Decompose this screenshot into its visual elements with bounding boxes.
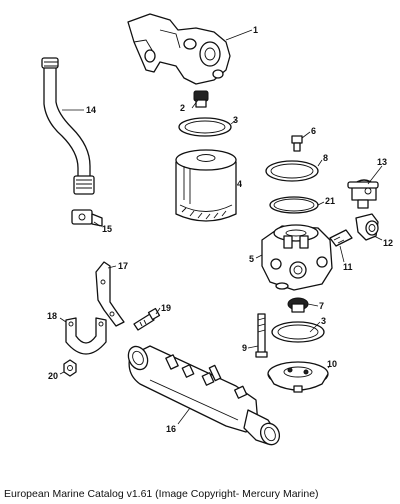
part-11-adapter-fitting [329,229,353,247]
exploded-parts-diagram: 1 2 3 4 5 6 7 8 9 10 11 12 13 14 15 16 1… [41,13,393,446]
part-18-clamp [65,317,107,355]
part-9-bolt [255,313,268,358]
callout-13: 13 [377,157,387,167]
callout-6: 6 [311,126,316,136]
callout-17: 17 [118,261,128,271]
part-5-filter-housing [261,224,333,291]
callout-3-lower: 3 [321,316,326,326]
leader-lines [59,29,383,425]
callout-8: 8 [323,153,328,163]
callout-labels: 1 2 3 4 5 6 7 8 9 10 11 12 13 14 15 16 1… [47,25,393,434]
callout-10: 10 [327,359,337,369]
part-14-hose [41,57,95,195]
part-2-nipple-fitting [193,90,209,108]
image-caption: European Marine Catalog v1.61 (Image Cop… [4,488,319,500]
callout-18: 18 [47,311,57,321]
callout-21: 21 [325,196,335,206]
part-8-seal [265,160,319,182]
callout-12: 12 [383,238,393,248]
part-15-fitting [71,209,103,227]
part-16-cooler-tube [127,345,281,446]
part-4-oil-filter [175,149,237,222]
part-3-o-ring-upper [178,117,232,137]
callout-3-upper: 3 [233,115,238,125]
callout-1: 1 [253,25,258,35]
callout-4: 4 [237,179,242,189]
part-20-nut [63,359,77,377]
callout-16: 16 [166,424,176,434]
callout-15: 15 [102,224,112,234]
part-12-elbow-fitting [355,213,379,241]
callout-7: 7 [319,301,324,311]
callout-20: 20 [48,371,58,381]
callout-2: 2 [180,103,185,113]
part-17-bracket [95,261,125,327]
callout-9: 9 [242,343,247,353]
callout-19: 19 [161,303,171,313]
callout-11: 11 [343,262,353,272]
callout-14: 14 [86,105,96,115]
part-10-bowl-cover [267,361,329,393]
part-1-filter-adapter-bracket [127,13,231,85]
part-3-o-ring-lower [271,321,325,343]
part-6-plug [291,135,303,152]
part-13-sender [347,179,379,209]
part-21-seal [269,196,319,214]
part-7-drain-plug [287,297,309,313]
callout-5: 5 [249,254,254,264]
part-19-screw [133,307,161,331]
